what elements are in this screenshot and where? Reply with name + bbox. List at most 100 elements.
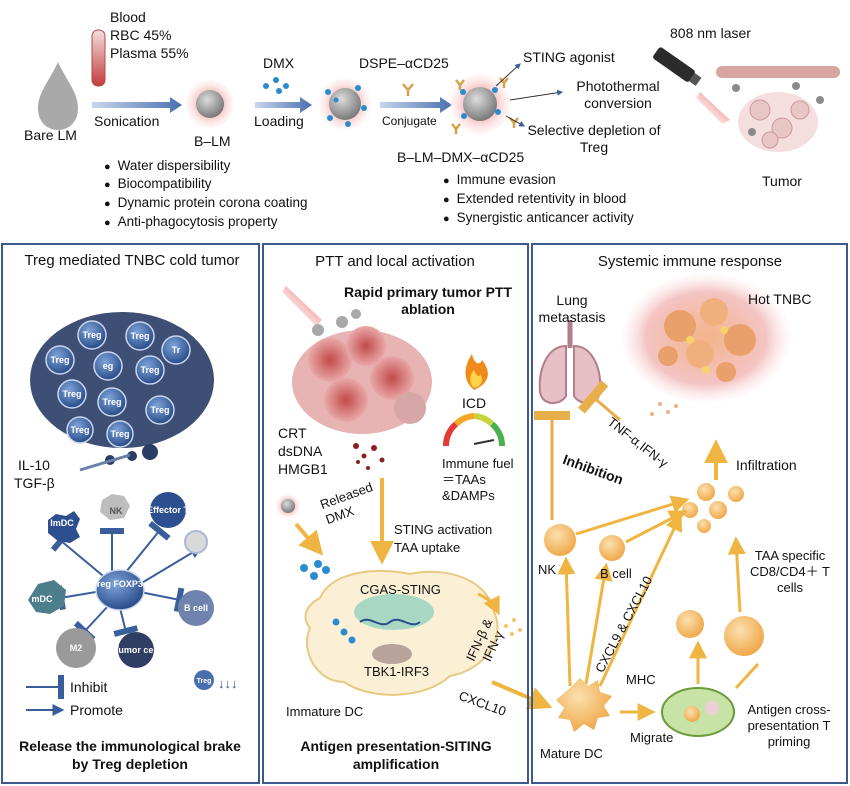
released-arrow xyxy=(294,522,324,556)
nk-label-p3: NK xyxy=(538,562,557,577)
imdc-label: ImDC xyxy=(50,518,74,528)
panel3-title: Systemic immune response xyxy=(597,253,783,270)
dmx-label: DMX xyxy=(263,55,295,71)
released-dmx-dots xyxy=(300,560,330,580)
loaded-dmx-dots xyxy=(325,85,367,127)
taa-uptake-label: TAA uptake xyxy=(394,540,461,555)
immature-dc-label: Immature DC xyxy=(286,704,364,719)
dmx-dots-icon xyxy=(263,77,289,94)
laser-label: 808 nm laser xyxy=(670,25,751,41)
legend-inhibit-label: Inhibit xyxy=(70,679,108,695)
immune-fuel-label: Immune fuel ＝TAAs &DAMPs xyxy=(442,456,514,503)
m2-label: M2 xyxy=(70,643,83,653)
tcell-link-line xyxy=(734,662,760,690)
treg-label-7: Treg xyxy=(102,397,121,407)
dc-to-nk-arrow xyxy=(557,556,576,687)
immature-dc-cell-icon xyxy=(304,570,499,696)
tcell-expansion-arrow xyxy=(727,536,746,613)
treg-label-11: Treg xyxy=(110,429,129,439)
tumor-cell-icon xyxy=(118,632,154,668)
hot-tumor-illustration xyxy=(620,272,792,404)
bullet-water: Water dispersibility xyxy=(104,158,231,175)
taa-t-cells-label: TAA specific CD8/CD4＋ T cells xyxy=(750,548,830,595)
tgfb-label: TGF-β xyxy=(14,475,55,491)
laser-beam-panel2 xyxy=(282,286,322,326)
panel-treg xyxy=(1,243,260,784)
icd-label: ICD xyxy=(462,395,487,411)
cytokine-arrow xyxy=(79,453,131,472)
plasma-label: Plasma 55% xyxy=(110,45,189,61)
legend-promote-label: Promote xyxy=(70,702,123,718)
treg-label-5: Treg xyxy=(130,331,149,341)
released-np-icon xyxy=(281,499,295,513)
bullet-immune-evasion: Immune evasion xyxy=(443,172,556,189)
il10-label: IL-10 xyxy=(18,457,50,473)
treg-network-illustration xyxy=(28,492,214,690)
cross-presentation-label: Antigen cross-presentation T priming xyxy=(747,702,831,749)
secretion-arrow xyxy=(477,592,500,616)
nk-label: NK xyxy=(110,506,123,516)
b-cell-icon xyxy=(178,590,214,626)
bullet-antiphago: Anti-phagocytosis property xyxy=(104,214,278,231)
panel-ptt xyxy=(262,243,529,784)
center-treg-label: Treg FOXP3+ xyxy=(92,579,148,589)
treg-label-1: Treg xyxy=(50,355,69,365)
panel2-footer: Antigen presentation-SITING amplificatio… xyxy=(300,738,492,772)
sting-agonist-label: STING agonist xyxy=(523,49,615,65)
hot-tnbc-label: Hot TNBC xyxy=(748,291,812,307)
treg-label-6: Treg xyxy=(140,365,159,375)
final-np-antibodies xyxy=(451,77,519,134)
final-np-dmx-dots xyxy=(460,87,501,119)
tumor-cell-label: Tumor cell xyxy=(114,645,159,655)
ablated-tumor-illustration xyxy=(292,309,432,434)
rbc-label: RBC 45% xyxy=(110,27,172,43)
laser-beam xyxy=(696,92,730,124)
b-cell-label-p3: B cell xyxy=(600,566,632,581)
t-cell-icon-1 xyxy=(676,610,704,638)
mature-dc-icon xyxy=(556,678,612,732)
mdc-cell-icon xyxy=(28,580,66,614)
treg-label-8: Tr xyxy=(172,345,181,355)
effector-t-cell-icon xyxy=(150,492,186,528)
mature-dc-label: Mature DC xyxy=(540,746,603,761)
loading-label: Loading xyxy=(254,113,304,129)
nk-cell-icon xyxy=(100,494,130,520)
loaded-lm-particle-icon xyxy=(329,88,361,120)
b-cell-label: B cell xyxy=(184,603,208,613)
treg-small-icon xyxy=(194,670,214,690)
treg-label-3: Treg xyxy=(62,389,81,399)
bullet-synergistic: Synergistic anticancer activity xyxy=(443,210,634,227)
dna-icon xyxy=(359,618,421,626)
sonication-label: Sonication xyxy=(94,113,160,129)
conjugate-arrow xyxy=(380,97,452,113)
damp-debris xyxy=(353,443,385,470)
panel2-title: PTT and local activation xyxy=(315,253,475,270)
final-np-particle-icon xyxy=(463,87,497,121)
dc-to-bcell-arrow xyxy=(584,562,613,685)
liquid-metal-drop-icon xyxy=(38,62,78,130)
treg-label-4: eg xyxy=(103,361,114,371)
treg-cluster-illustration xyxy=(30,312,214,465)
nucleus-icon xyxy=(372,644,412,664)
m2-cell-icon xyxy=(56,628,96,668)
infiltration-label: Infiltration xyxy=(736,457,797,473)
cytokine-dots xyxy=(504,618,522,636)
bare-lm-label: Bare LM xyxy=(24,127,77,143)
b-lm-particle-icon xyxy=(196,90,224,118)
effector-label: Effector T xyxy=(147,505,190,515)
antibody-icon xyxy=(402,83,414,96)
bullet-corona: Dynamic protein corona coating xyxy=(104,195,308,212)
b-cell-icon-p3 xyxy=(599,535,625,561)
np-cell-icon xyxy=(184,530,208,554)
panel1-footer: Release the immunological brake by Treg … xyxy=(19,738,241,772)
treg-label-9: Treg xyxy=(150,405,169,415)
t-cell-cluster xyxy=(682,483,744,533)
bullet-retentivity: Extended retentivity in blood xyxy=(443,191,627,208)
treg-small-label: Treg xyxy=(197,678,212,685)
hmgb1-label: HMGB1 xyxy=(278,461,328,477)
treg-label-2: Treg xyxy=(82,330,101,340)
panel1-title: Treg mediated TNBC cold tumor xyxy=(24,252,240,269)
treg-label-10: Treg xyxy=(70,425,89,435)
imdc-cell-icon xyxy=(48,511,80,543)
